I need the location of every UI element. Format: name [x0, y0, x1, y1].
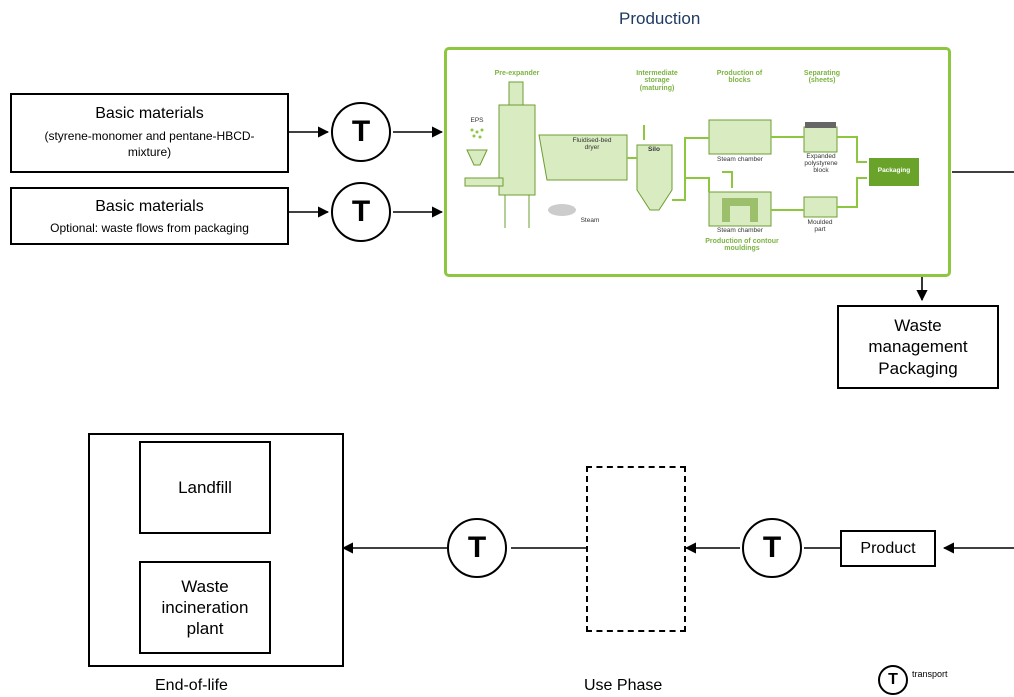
input-box-basic-materials: Basic materials (styrene-monomer and pen… — [10, 93, 289, 173]
transport-icon: T — [331, 182, 391, 242]
input-subtitle: Optional: waste flows from packaging — [50, 220, 249, 235]
stage-pre-expander: Pre-expander — [494, 70, 540, 77]
use-phase-caption: Use Phase — [584, 677, 663, 694]
stage-production-of-contour: Production of contour mouldings — [705, 238, 779, 253]
waste-management-label: Waste management Packaging — [868, 316, 968, 378]
legend-transport-icon: T — [878, 665, 908, 695]
product-box: Product — [840, 530, 936, 567]
label-expanded-block: Expanded polystyrene block — [804, 153, 838, 174]
product-label: Product — [860, 539, 916, 557]
stage-separating: Separating (sheets) — [803, 70, 841, 85]
label-packaging: Packaging — [877, 167, 911, 174]
input-box-basic-materials-optional: Basic materials Optional: waste flows fr… — [10, 187, 289, 245]
legend-transport-label: transport — [912, 669, 948, 679]
label-eps: EPS — [470, 117, 484, 124]
incineration-label: Waste incineration plant — [161, 576, 249, 639]
transport-icon: T — [331, 102, 391, 162]
use-phase-box — [586, 466, 686, 632]
production-process-panel: Pre-expander Intermediate storage (matur… — [444, 47, 951, 277]
input-title: Basic materials — [95, 197, 204, 215]
waste-management-box: Waste management Packaging — [837, 305, 999, 389]
incineration-box: Waste incineration plant — [139, 561, 271, 654]
stage-production-of-blocks: Production of blocks — [716, 70, 763, 85]
label-steam: Steam — [580, 217, 600, 224]
label-steam-chamber-bottom: Steam chamber — [717, 227, 763, 234]
input-subtitle: (styrene-monomer and pentane-HBCD-mixtur… — [44, 129, 255, 159]
label-fluidised: Fluidised-bed dryer — [572, 137, 612, 151]
production-illustration — [464, 81, 919, 228]
end-of-life-caption: End-of-life — [155, 677, 228, 694]
label-silo: Silo — [648, 146, 660, 153]
label-moulded-part: Moulded part — [807, 219, 833, 233]
stage-intermediate-storage: Intermediate storage (maturing) — [636, 70, 678, 92]
landfill-box: Landfill — [139, 441, 271, 534]
production-title: Production — [619, 9, 701, 28]
transport-icon: T — [742, 518, 802, 578]
input-title: Basic materials — [95, 105, 204, 123]
label-steam-chamber-top: Steam chamber — [717, 156, 763, 163]
transport-icon: T — [447, 518, 507, 578]
landfill-label: Landfill — [178, 477, 232, 497]
